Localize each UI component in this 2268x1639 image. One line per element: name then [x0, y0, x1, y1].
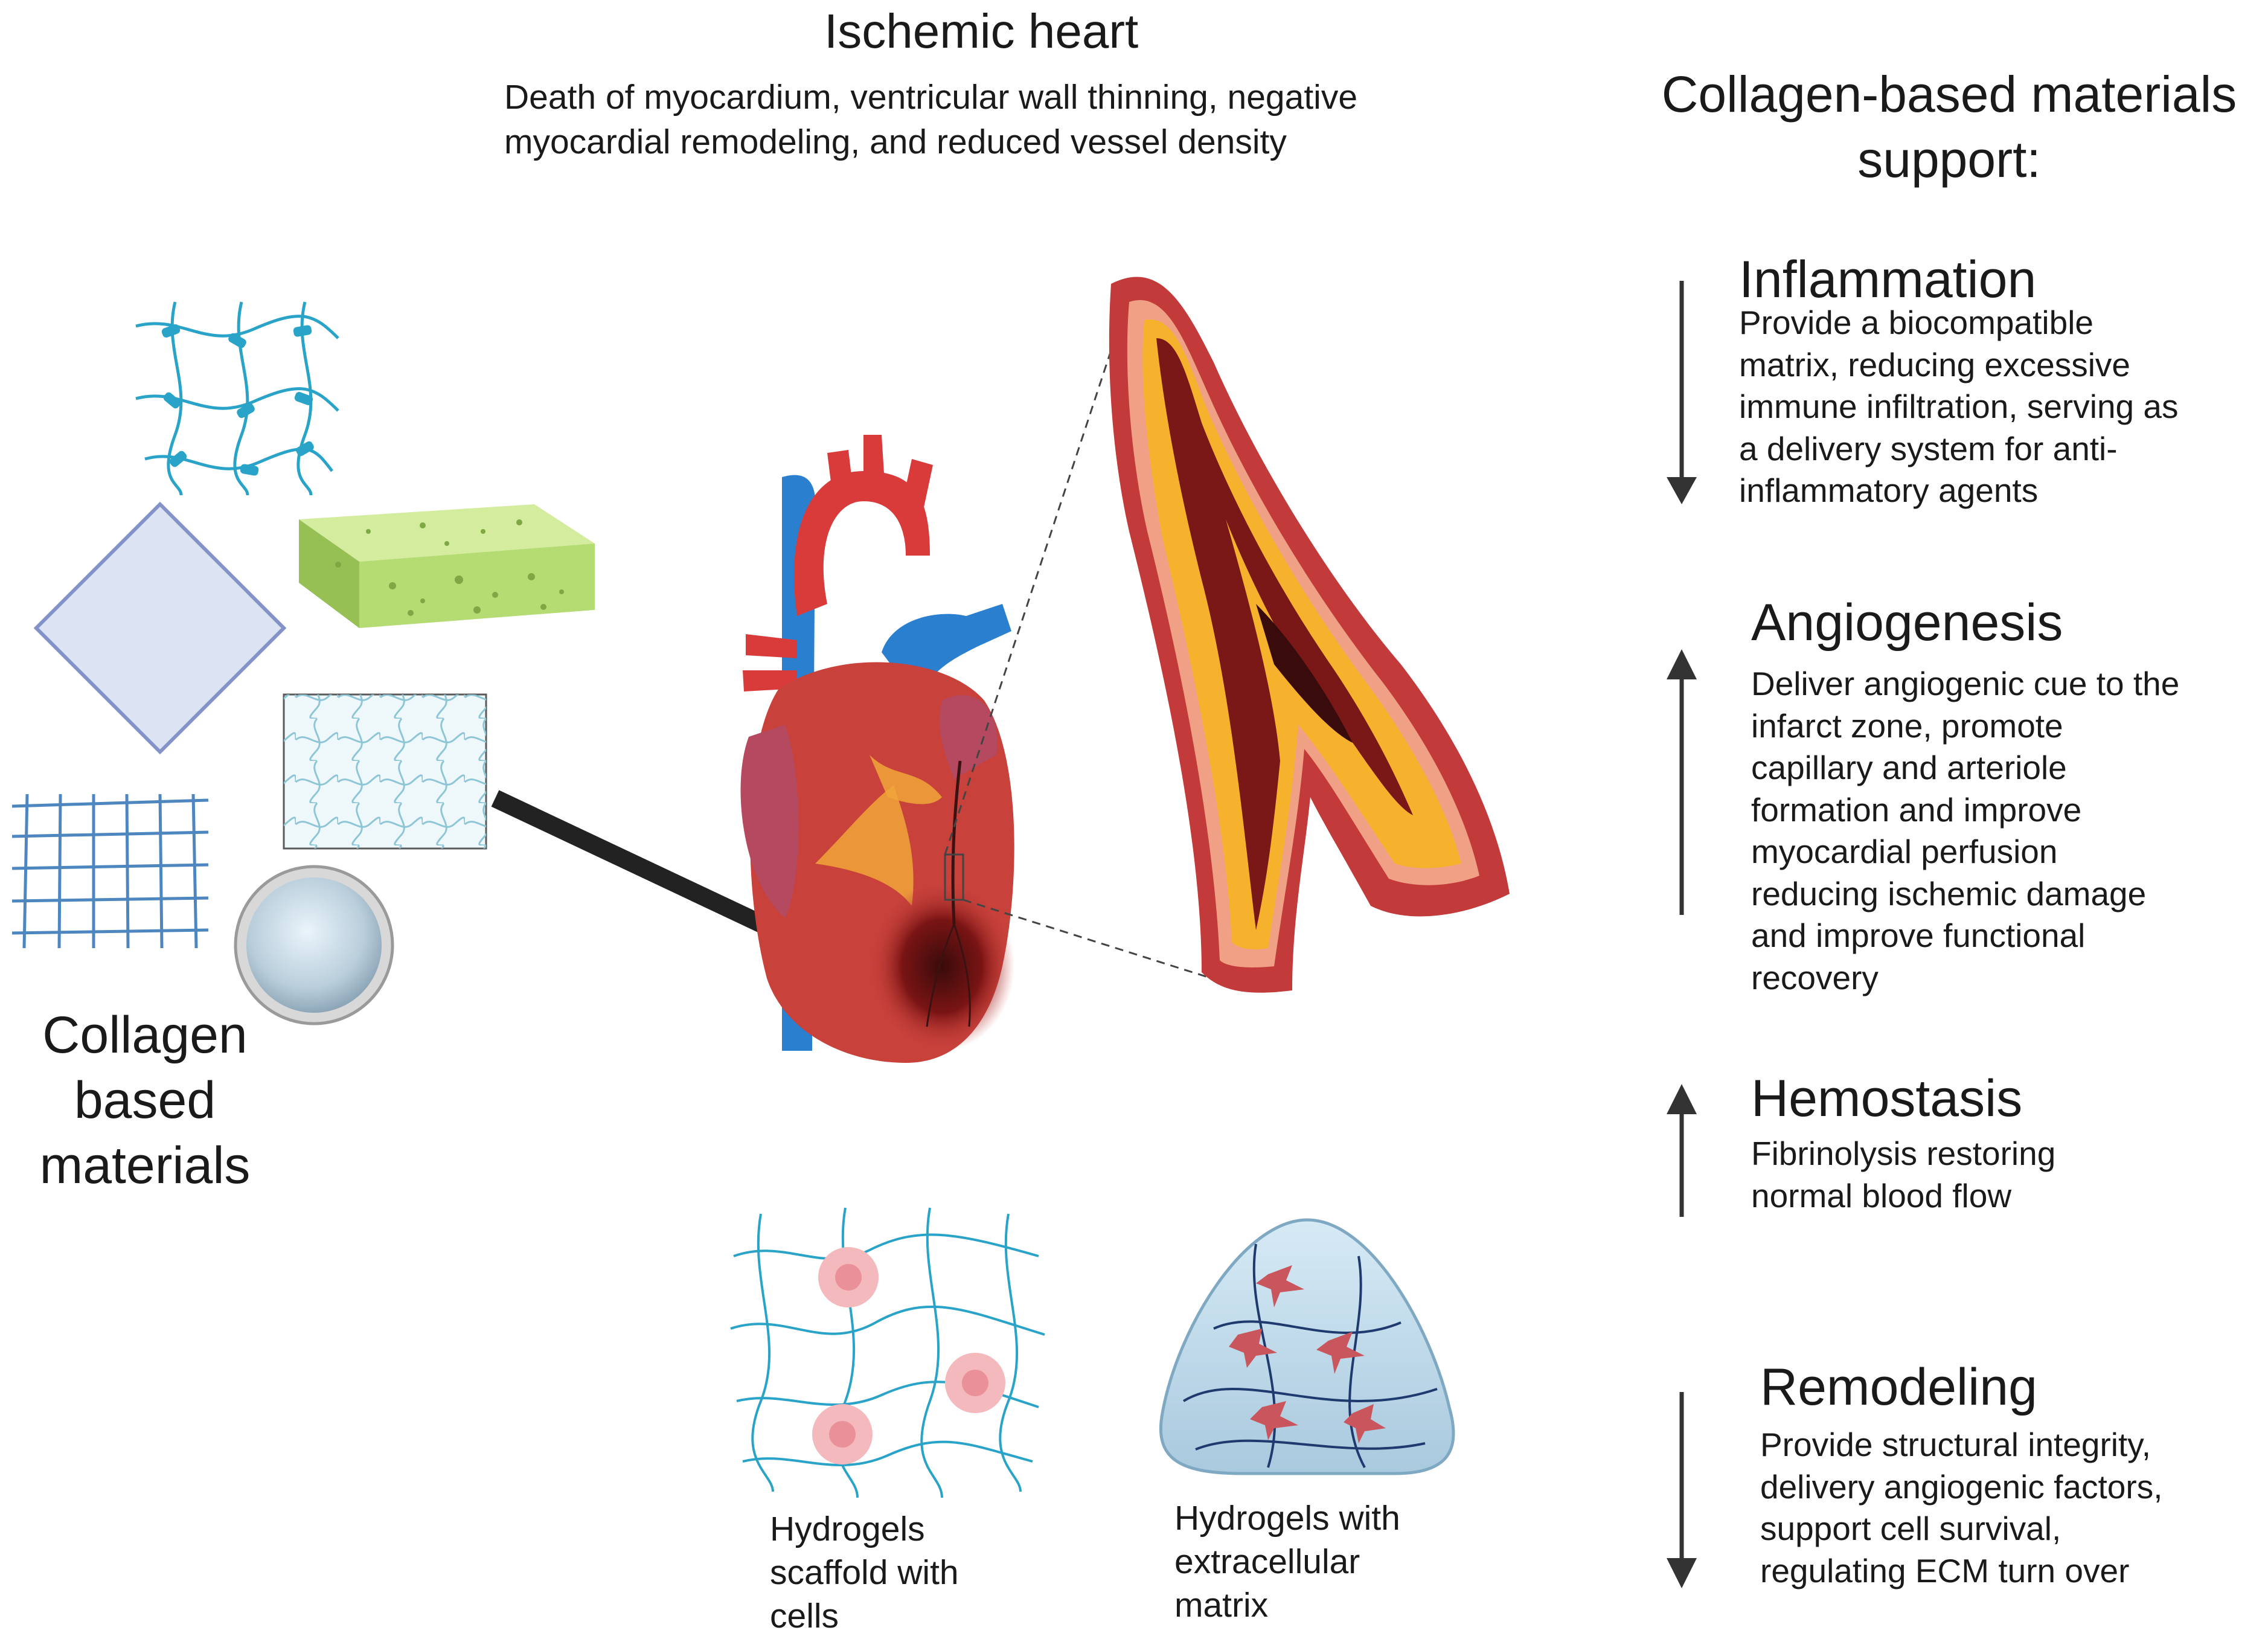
right-heading-line1: Collagen-based materials	[1661, 66, 2237, 123]
right-panel-heading: Collagen-based materials support:	[1630, 62, 2268, 192]
section-title-inflammation: Inflammation	[1739, 251, 2037, 309]
arrow-down-remodeling	[1667, 1392, 1697, 1588]
section-text-hemostasis: Fibrinolysis restoring normal blood flow	[1751, 1135, 2056, 1214]
section-title-hemostasis: Hemostasis	[1751, 1070, 2023, 1127]
hydrogel-network-icon	[135, 301, 339, 496]
section-title-remodeling: Remodeling	[1760, 1358, 2037, 1416]
page-subtitle-line1: Death of myocardium, ventricular wall th…	[504, 78, 1358, 117]
grid-mesh-icon	[11, 794, 209, 949]
caption-hydrogel-ecm: Hydrogels with extracellular matrix	[1174, 1499, 1400, 1625]
section-text-angiogenesis: Deliver angiogenic cue to the infarct zo…	[1751, 665, 2180, 996]
artery-plaque-illustration	[1109, 277, 1510, 993]
page-subtitle-line2: myocardial remodeling, and reduced vesse…	[504, 123, 1287, 161]
disc-icon	[234, 865, 394, 1025]
right-heading-line2: support:	[1857, 131, 2041, 188]
zoom-lines	[944, 341, 1251, 992]
mesh-sheet-icon	[283, 693, 487, 850]
section-text-remodeling: Provide structural integrity, delivery a…	[1760, 1426, 2163, 1589]
heart-illustration	[740, 435, 1014, 1063]
page-title: Ischemic heart	[824, 4, 1139, 58]
cell-scaffold-icon	[730, 1207, 1045, 1498]
arrow-down-inflammation	[1667, 281, 1697, 504]
sponge-icon	[299, 504, 595, 628]
caption-hydrogel-cells: Hydrogels scaffold with cells	[770, 1510, 959, 1635]
arrow-up-angiogenesis	[1667, 649, 1697, 915]
ecm-hydrogel-icon	[1159, 1218, 1455, 1475]
section-title-angiogenesis: Angiogenesis	[1751, 594, 2063, 652]
left-panel-label: Collagen based materials	[39, 1006, 251, 1195]
arrow-up-hemostasis	[1667, 1084, 1697, 1217]
section-text-inflammation: Provide a biocompatible matrix, reducing…	[1739, 304, 2179, 509]
film-square-icon	[33, 501, 287, 755]
